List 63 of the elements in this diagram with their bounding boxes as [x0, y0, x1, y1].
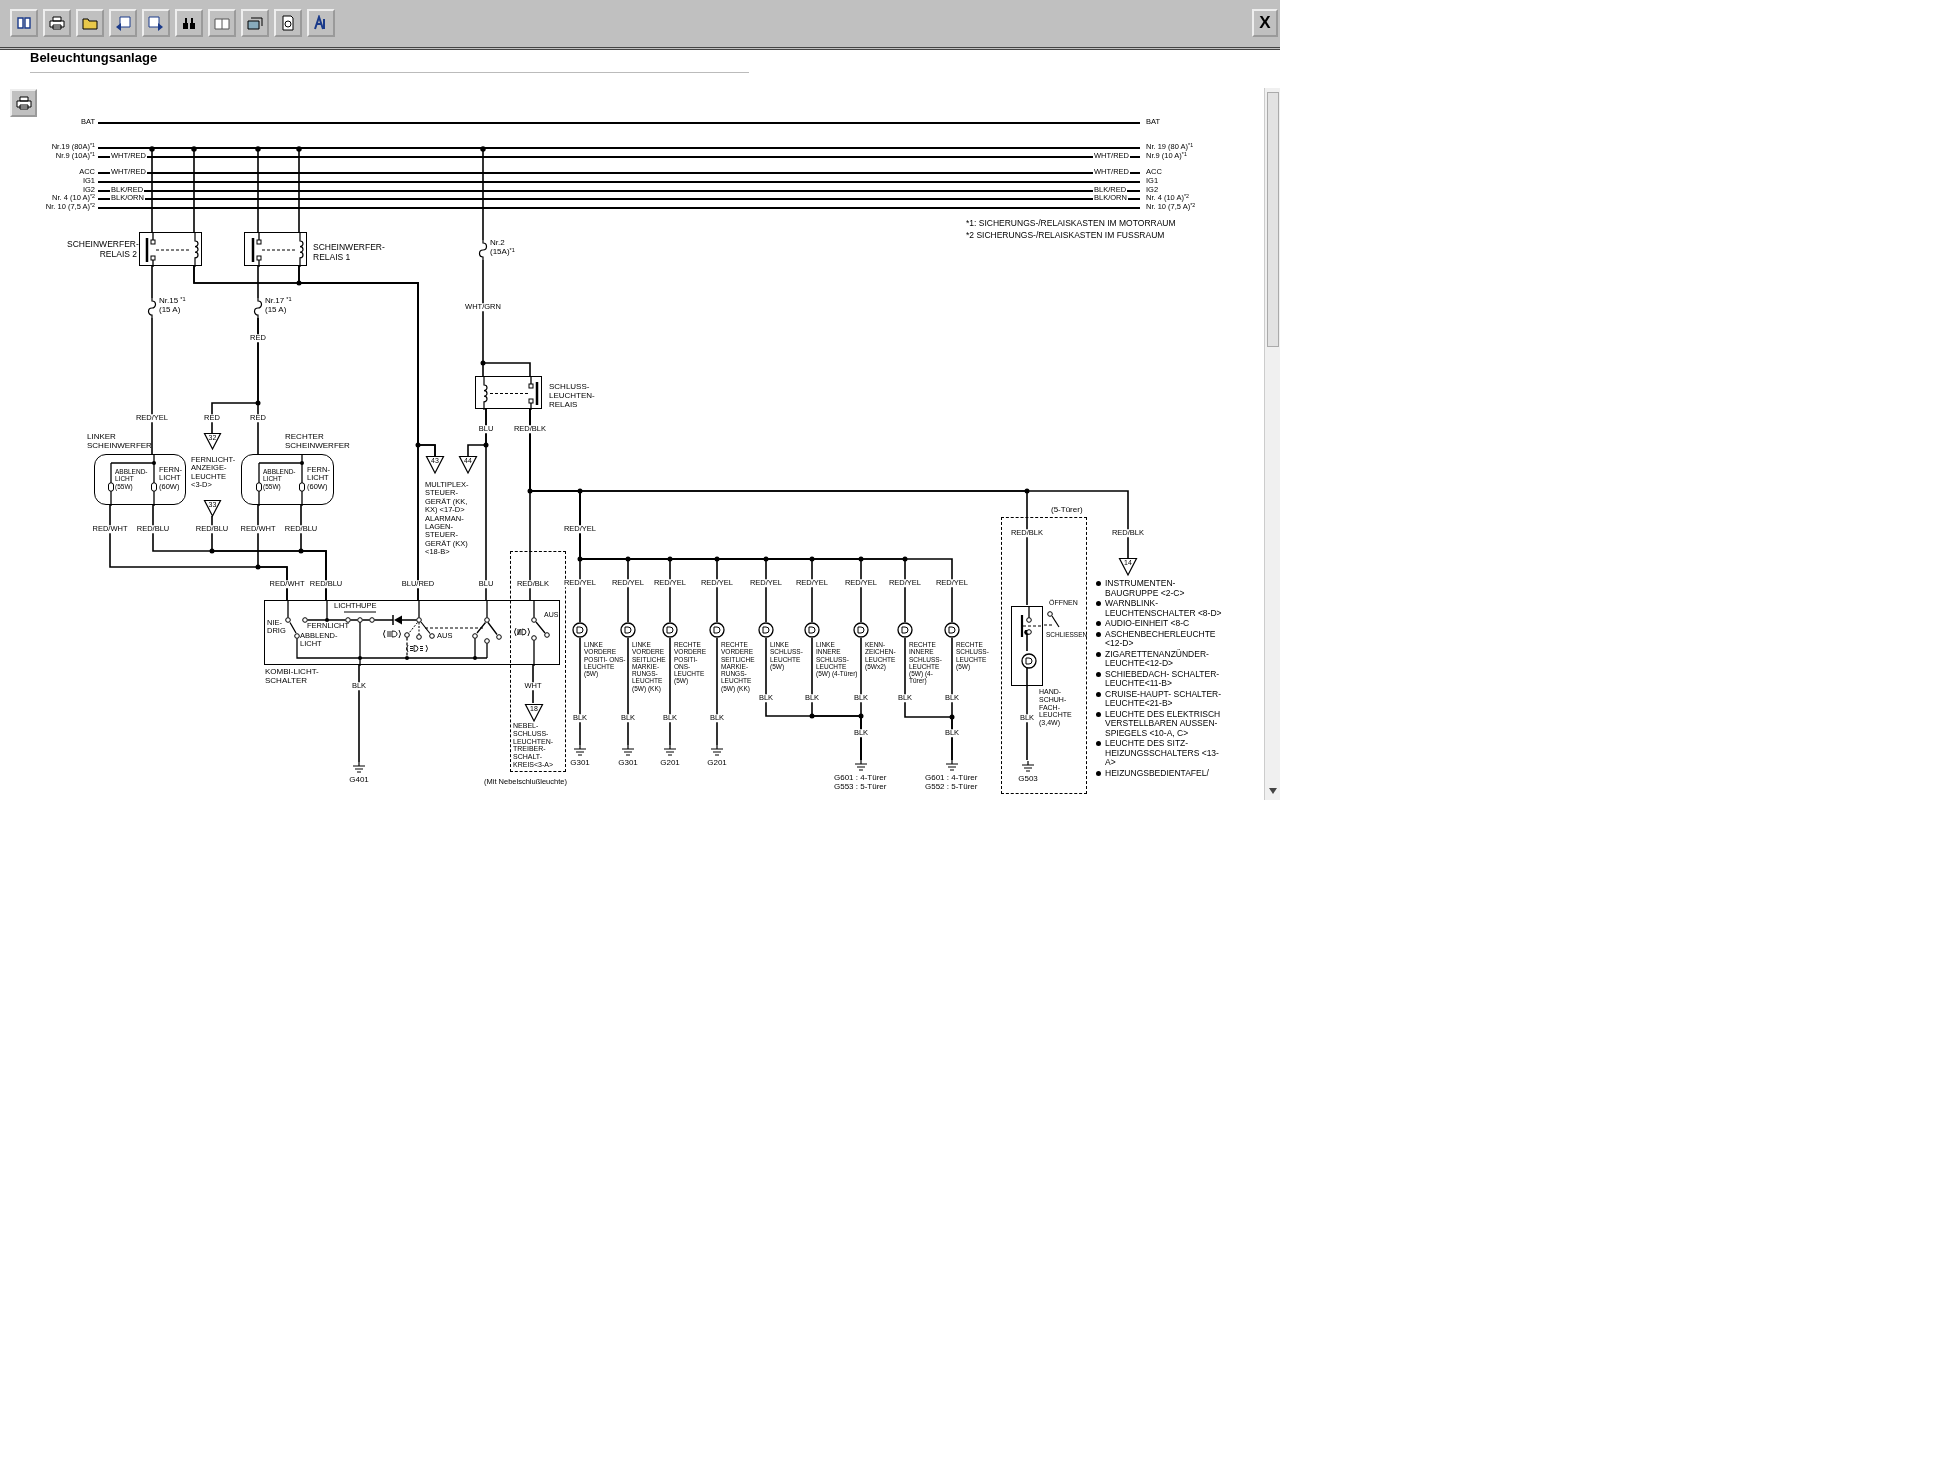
wire [482, 259, 484, 377]
wire [255, 146, 261, 233]
ground-label: G201 [707, 759, 727, 768]
component-label: SCHEINWERFER- RELAIS 1 [313, 243, 383, 263]
wire [191, 146, 197, 233]
connector-triangle [204, 433, 221, 449]
wire [298, 265, 419, 601]
wire [151, 317, 153, 455]
wire [296, 146, 302, 233]
wire [1026, 666, 1028, 761]
connector-triangle [426, 456, 444, 473]
page-title: Beleuchtungsanlage [30, 51, 158, 66]
component-label: RECHTER SCHEINWERFER [285, 433, 351, 451]
list-item: ZIGARETTENANZÜNDER- LEUCHTE<12-D> [1105, 649, 1210, 669]
connector-triangle [204, 500, 221, 516]
list-item: SCHIEBEDACH- SCHALTER- LEUCHTE<11-B> [1105, 669, 1221, 689]
wire [149, 146, 155, 233]
wire [532, 664, 534, 704]
ground-label: G301 [618, 759, 638, 768]
connector-triangle [1119, 558, 1137, 575]
footnote-text: *2 SICHERUNGS-/RELAISKASTEN IM FUSSRAUM [966, 231, 1165, 241]
ground-label: G601 : 4-Türer G552 : 5-Türer [925, 774, 979, 792]
list-item: ASCHENBECHERLEUCHTE <12-D> [1105, 629, 1217, 649]
wire [627, 637, 629, 746]
wire [716, 637, 718, 746]
fuse-label: Nr.2 (15A)$^{*1}$ [490, 239, 516, 257]
list-item: HEIZUNGSBEDIENTAFEL/ [1105, 768, 1210, 779]
connector-triangle [459, 456, 477, 473]
wire [1024, 629, 1030, 652]
connector-triangle [525, 704, 543, 721]
wire [257, 265, 259, 299]
list-item: INSTRUMENTEN- BAUGRUPPE <2-C> [1105, 579, 1186, 599]
component-label: SCHLUSS- LEUCHTEN- RELAIS [549, 383, 596, 410]
list-item: WARNBLINK- LEUCHTENSCHALTER <8-D> [1105, 599, 1223, 619]
wire [480, 146, 486, 241]
ground-label: G201 [660, 759, 680, 768]
wire [579, 637, 581, 746]
list-item: AUDIO-EINHEIT <8-C [1105, 619, 1191, 629]
wire [529, 408, 1129, 559]
ground-label: G301 [570, 759, 590, 768]
ground-label: G601 : 4-Türer G553 : 5-Türer [834, 774, 888, 792]
wire [669, 637, 671, 746]
fuse-label: Nr.17 $^{*1}$ (15 A) [265, 297, 293, 315]
component-label: LINKER SCHEINWERFER [87, 433, 151, 451]
wire [257, 504, 288, 601]
switch-label: KOMBI-LICHT- SCHALTER [265, 668, 320, 686]
ground-label: G503 [1018, 775, 1038, 784]
component-label: (5-Türer) [1051, 506, 1083, 515]
wire [485, 408, 487, 601]
wire [951, 637, 953, 761]
wire [860, 637, 862, 761]
close-button: X [1252, 9, 1278, 37]
fuse-label: Nr.15 $^{*1}$ (15 A) [159, 297, 187, 315]
wire [300, 504, 327, 601]
list-item: LEUCHTE DES SITZ- HEIZUNGSSCHALTERS <13-A> [1105, 739, 1220, 768]
ground-label: G401 [349, 776, 369, 785]
wire [358, 664, 360, 763]
wire [151, 265, 153, 299]
footnote-text: *1: SICHERUNGS-/RELAISKASTEN IM MOTORRAUM [966, 219, 1176, 229]
wire [211, 317, 259, 434]
component-label: SCHEINWERFER- RELAIS 2 [67, 240, 137, 260]
list-item: CRUISE-HAUPT- SCHALTER- LEUCHTE<21-B> [1105, 689, 1223, 709]
list-item: LEUCHTE DES ELEKTRISCH VERSTELLBAREN AUSSEN- SPIEGELS <10-A, C> [1105, 709, 1222, 739]
